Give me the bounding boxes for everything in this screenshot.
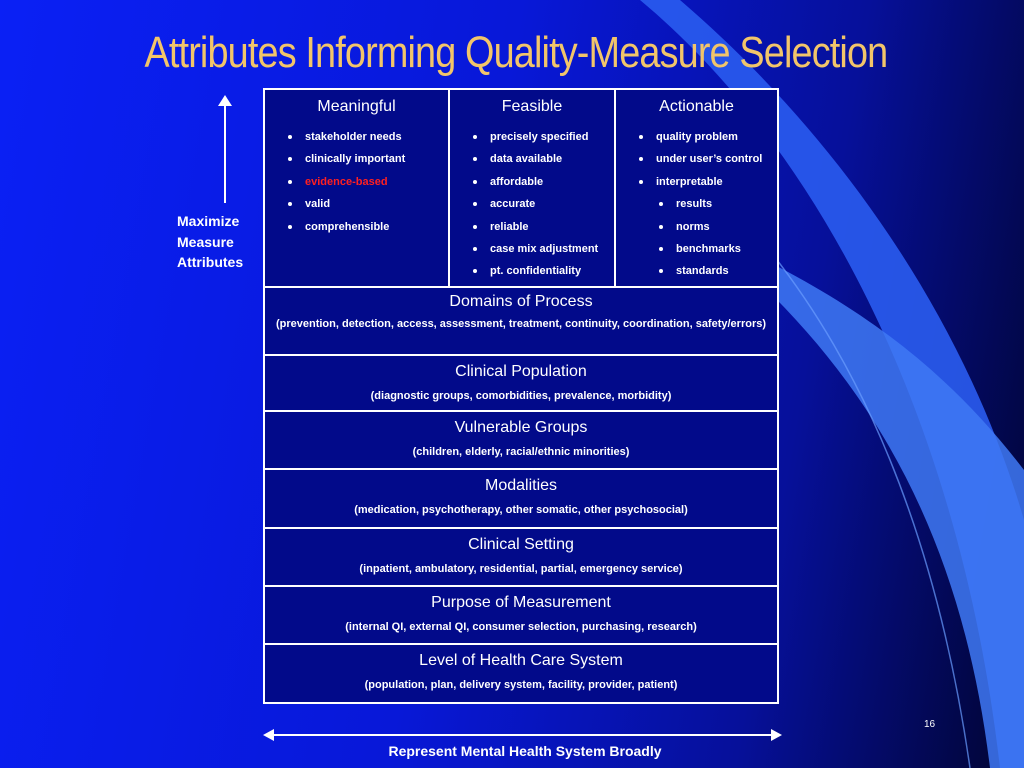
attribute-item: precisely specified xyxy=(450,126,614,148)
attribute-item: affordable xyxy=(450,171,614,193)
domain-row-clinical-population: Clinical Population (diagnostic groups, … xyxy=(265,356,777,412)
page-number: 16 xyxy=(924,719,936,730)
attribute-item: under user’s control xyxy=(616,148,777,170)
meaningful-column: Meaningful stakeholder needs clinically … xyxy=(265,90,448,286)
domain-row-level-of-system: Level of Health Care System (population,… xyxy=(265,645,777,702)
domain-heading: Domains of Process xyxy=(449,293,593,310)
actionable-column: Actionable quality problem under user’s … xyxy=(614,90,777,286)
domain-row-clinical-setting: Clinical Setting (inpatient, ambulatory,… xyxy=(265,529,777,587)
attribute-item: pt. confidentiality xyxy=(450,260,614,282)
attribute-sub-item: standards xyxy=(616,260,777,282)
domain-row-process: Domains of Process (prevention, detectio… xyxy=(265,286,777,356)
attribute-item: interpretable xyxy=(616,171,777,193)
domain-heading: Level of Health Care System xyxy=(419,652,623,669)
attribute-sub-item: benchmarks xyxy=(616,238,777,260)
attribute-item-highlighted: evidence-based xyxy=(265,171,448,193)
domain-detail: (prevention, detection, access, assessme… xyxy=(275,318,767,330)
domain-heading: Clinical Setting xyxy=(468,536,574,553)
domain-heading: Vulnerable Groups xyxy=(454,419,588,436)
attribute-sub-item: norms xyxy=(616,216,777,238)
attribute-item: quality problem xyxy=(616,126,777,148)
domain-detail: (internal QI, external QI, consumer sele… xyxy=(345,621,697,633)
domain-detail: (inpatient, ambulatory, residential, par… xyxy=(359,563,683,575)
domain-detail: (population, plan, delivery system, faci… xyxy=(364,679,678,691)
represent-broadly-label: Represent Mental Health System Broadly xyxy=(388,743,662,759)
attribute-sub-item: results xyxy=(616,193,777,215)
domain-detail: (children, elderly, racial/ethnic minori… xyxy=(412,446,630,458)
column-heading: Actionable xyxy=(659,98,734,115)
attribute-item: case mix adjustment xyxy=(450,238,614,260)
maximize-attributes-label: Maximize Measure Attributes xyxy=(177,211,243,273)
column-heading: Meaningful xyxy=(317,98,396,115)
attribute-item: comprehensible xyxy=(265,216,448,238)
attribute-item: stakeholder needs xyxy=(265,126,448,148)
domain-detail: (medication, psychotherapy, other somati… xyxy=(354,504,688,516)
side-label-line: Maximize xyxy=(177,213,240,229)
feasible-column: Feasible precisely specified data availa… xyxy=(448,90,614,286)
domain-row-purpose: Purpose of Measurement (internal QI, ext… xyxy=(265,587,777,645)
attribute-item: valid xyxy=(265,193,448,215)
attribute-item: clinically important xyxy=(265,148,448,170)
domain-row-vulnerable-groups: Vulnerable Groups (children, elderly, ra… xyxy=(265,412,777,470)
attributes-domains-table: Meaningful stakeholder needs clinically … xyxy=(263,88,779,704)
slide-title: Attributes Informing Quality-Measure Sel… xyxy=(144,28,889,77)
attribute-item: accurate xyxy=(450,193,614,215)
domain-heading: Modalities xyxy=(484,477,558,494)
domain-detail: (diagnostic groups, comorbidities, preva… xyxy=(370,390,672,402)
attribute-item: reliable xyxy=(450,216,614,238)
domain-heading: Purpose of Measurement xyxy=(431,594,611,611)
domain-heading: Clinical Population xyxy=(455,363,587,380)
attributes-header-table: Meaningful stakeholder needs clinically … xyxy=(265,90,777,288)
side-label-line: Attributes xyxy=(177,254,244,270)
column-heading: Feasible xyxy=(501,98,563,115)
attribute-item: data available xyxy=(450,148,614,170)
side-label-line: Measure xyxy=(177,233,234,250)
domain-row-modalities: Modalities (medication, psychotherapy, o… xyxy=(265,470,777,529)
